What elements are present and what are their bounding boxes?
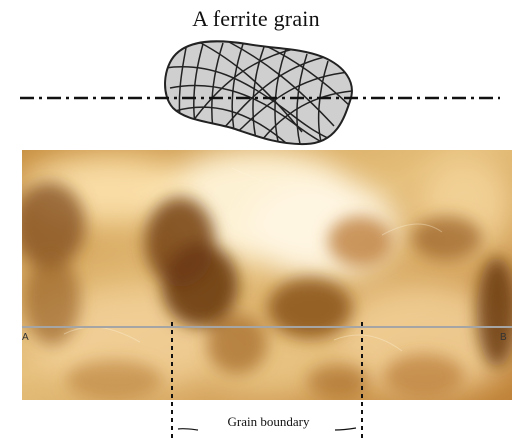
- scan-line-end-label: B: [500, 332, 507, 343]
- micrograph-surface-image: [22, 150, 512, 400]
- grain-boundary-label: Grain boundary: [176, 414, 361, 430]
- ferrite-grain-illustration: [0, 0, 512, 150]
- scan-line-start-label: A: [22, 332, 29, 343]
- afm-micrograph: [22, 150, 512, 400]
